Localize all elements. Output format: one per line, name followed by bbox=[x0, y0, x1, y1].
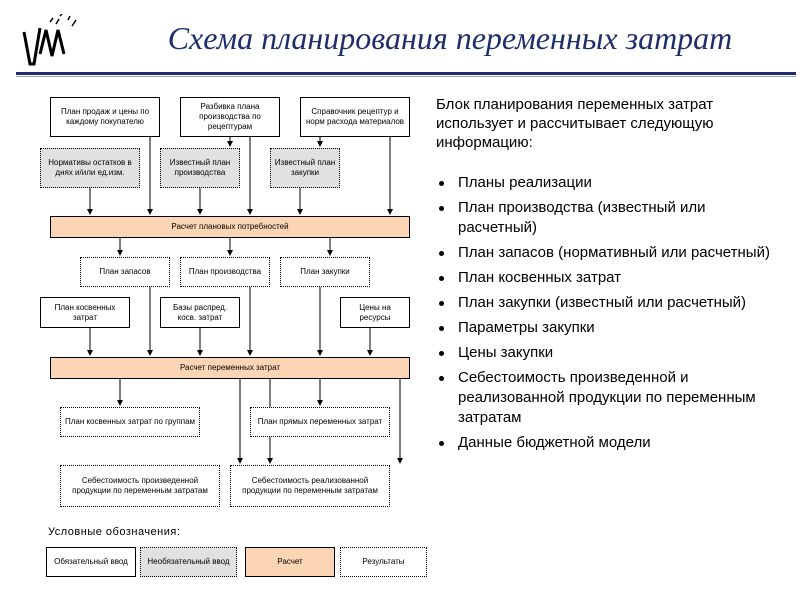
result-indirect-by-group: План косвенных затрат по группам bbox=[60, 407, 200, 437]
list-item: Планы реализации bbox=[436, 173, 776, 193]
legend-mandatory: Обязательный ввод bbox=[46, 547, 136, 577]
input-allocation-bases: Базы распред. косв. затрат bbox=[160, 297, 240, 328]
list-item: Цены закупки bbox=[436, 343, 776, 363]
company-logo bbox=[22, 14, 77, 66]
input-production-breakdown: Разбивка плана производства по рецептура… bbox=[180, 97, 280, 137]
legend-calculation: Расчет bbox=[245, 547, 335, 577]
list-item: Данные бюджетной модели bbox=[436, 433, 776, 453]
plan-production: План производства bbox=[180, 257, 270, 287]
result-produced-cost: Себестоимость произведенной продукции по… bbox=[60, 465, 220, 507]
plan-stocks: План запасов bbox=[80, 257, 170, 287]
list-item: План запасов (нормативный или расчетный) bbox=[436, 243, 776, 263]
input-resource-prices: Цены на ресурсы bbox=[340, 297, 410, 328]
list-item: Себестоимость произведенной и реализован… bbox=[436, 368, 776, 428]
result-direct-variable: План прямых переменных затрат bbox=[250, 407, 390, 437]
input-recipe-reference: Справочник рецептур и норм расхода матер… bbox=[300, 97, 410, 137]
input-known-purchase-plan: Известный план закупки bbox=[270, 148, 340, 188]
input-indirect-costs-plan: План косвенных затрат bbox=[40, 297, 130, 328]
result-sold-cost: Себестоимость реализованной продукции по… bbox=[230, 465, 390, 507]
title-divider bbox=[16, 72, 796, 75]
list-item: План косвенных затрат bbox=[436, 268, 776, 288]
slide-title: Схема планирования переменных затрат bbox=[167, 20, 733, 56]
list-item: План закупки (известный или расчетный) bbox=[436, 293, 776, 313]
legend-title: Условные обозначения: bbox=[48, 526, 181, 538]
list-item: Параметры закупки bbox=[436, 318, 776, 338]
input-sales-plan: План продаж и цены по каждому покупателю bbox=[50, 97, 160, 137]
calc-variable-costs: Расчет переменных затрат bbox=[50, 357, 410, 379]
plan-purchase: План закупки bbox=[280, 257, 370, 287]
input-known-production-plan: Известный план производства bbox=[160, 148, 240, 188]
legend-optional: Необязательный ввод bbox=[140, 547, 237, 577]
list-item: План производства (известный или расчетн… bbox=[436, 198, 776, 238]
title-divider-thin bbox=[16, 76, 796, 77]
info-list: Планы реализации План производства (изве… bbox=[436, 173, 776, 458]
input-stock-norms: Нормативы остатков в днях и/или ед.изм. bbox=[40, 148, 140, 188]
info-intro: Блок планирования переменных затрат испо… bbox=[436, 96, 714, 151]
calc-planned-needs: Расчет плановых потребностей bbox=[50, 216, 410, 238]
legend-results: Результаты bbox=[340, 547, 427, 577]
